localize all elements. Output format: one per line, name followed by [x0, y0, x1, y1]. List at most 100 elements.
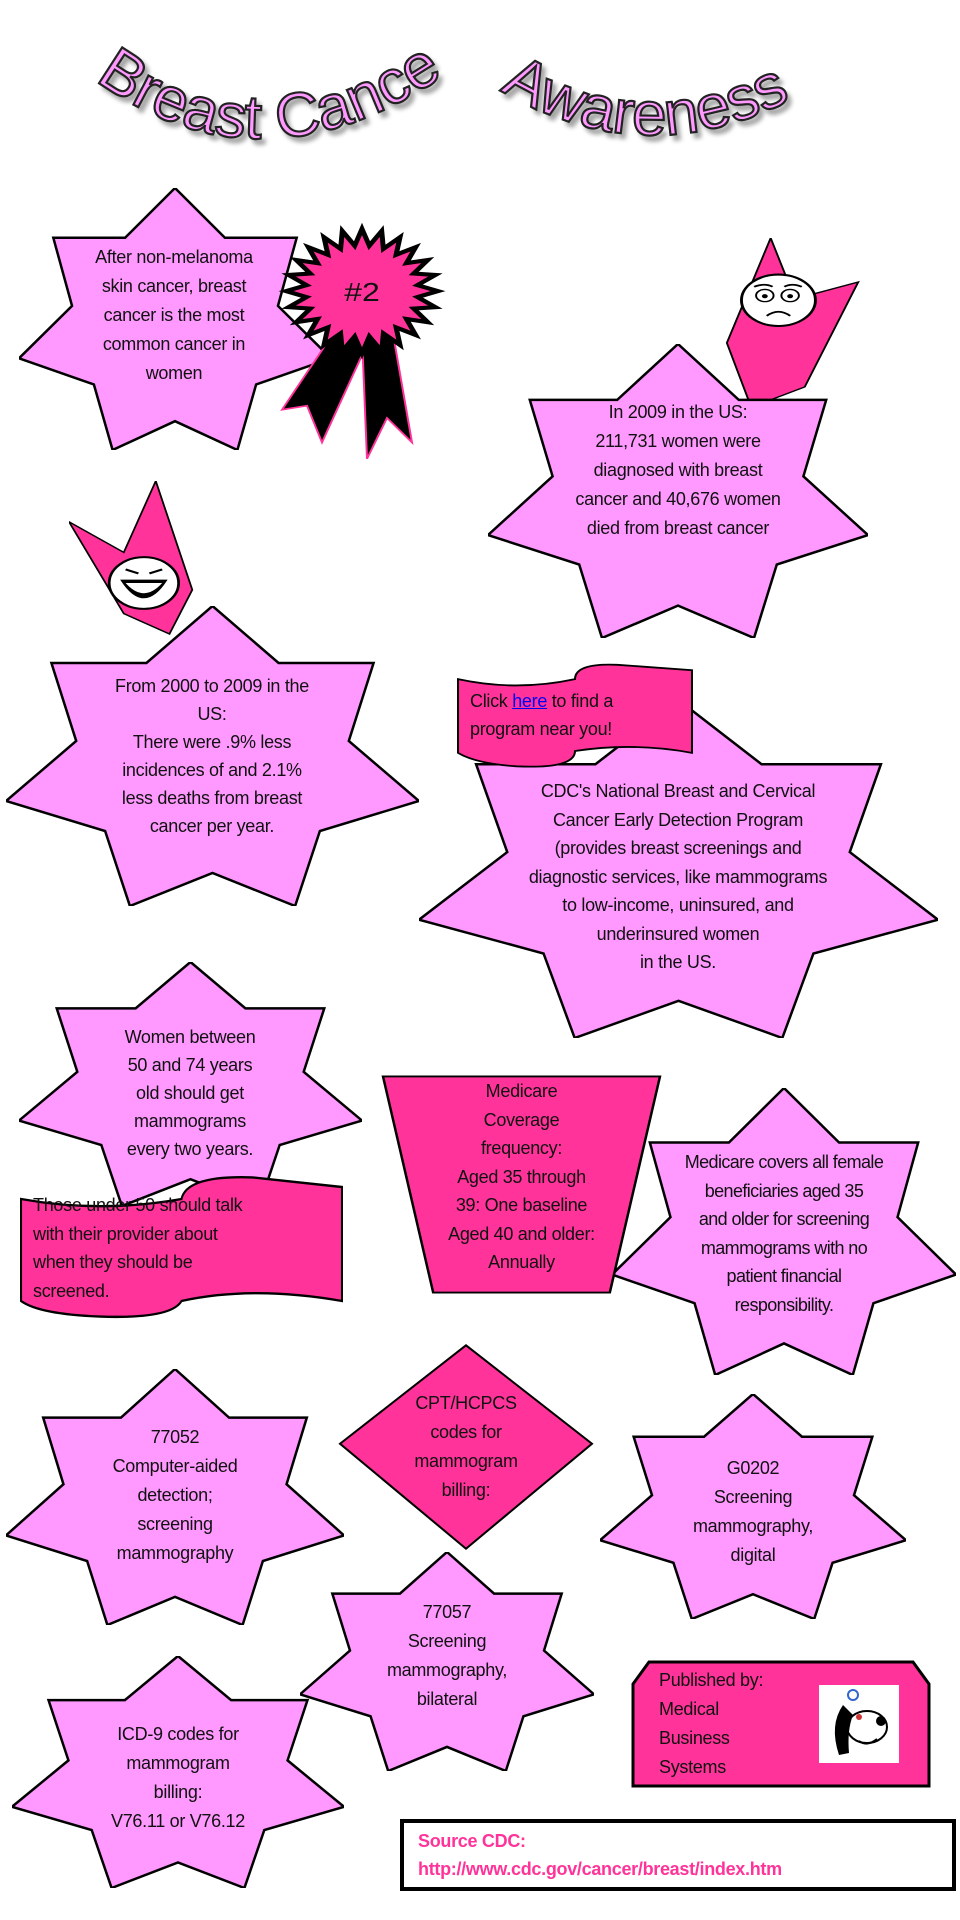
text-line: US: [197, 704, 227, 724]
cpt-codes-diamond: CPT/HCPCS codes for mammogram billing: [338, 1344, 594, 1551]
page-title: Breast Cancer Awareness [0, 0, 798, 154]
text-line: detection; [137, 1485, 213, 1505]
text-line: incidences of and 2.1% [122, 760, 302, 780]
text-line: skin cancer, breast [101, 276, 247, 296]
find-program-banner: Click here to find a program near you! [456, 663, 694, 769]
text-line: common cancer in [102, 334, 246, 354]
text-line: V76.11 or V76.12 [111, 1811, 245, 1831]
text-line: digital [730, 1545, 776, 1565]
text-line: mammograms [133, 1111, 246, 1131]
text-line: ICD-9 codes for [117, 1724, 239, 1744]
banner-text: Click [470, 691, 513, 711]
text-line: Women between [124, 1027, 256, 1047]
text-line: mammography [116, 1543, 234, 1563]
text-line: cancer and 40,676 women [575, 489, 781, 509]
text-line: Screening [407, 1631, 487, 1651]
text-line: 211,731 women were [595, 431, 761, 451]
text-line: Medical [659, 1699, 719, 1719]
dog-doctor-logo [819, 1685, 899, 1763]
title-part2: Awareness [493, 42, 797, 150]
text-line: underinsured women [596, 923, 760, 944]
text-line: less deaths from breast [121, 788, 303, 808]
badge-label: #2 [344, 279, 380, 308]
text-line: Aged 35 through [457, 1166, 586, 1187]
find-program-link[interactable]: here [512, 691, 548, 711]
fact-2009-star: In 2009 in the US: 211,731 women were di… [488, 344, 868, 638]
text-line: CDC's National Breast and Cervical [540, 781, 816, 801]
text-line: In 2009 in the US: [608, 402, 748, 422]
text-line: screened. [33, 1280, 110, 1301]
text-line: Coverage [483, 1109, 560, 1130]
text-line: when they should be [33, 1252, 193, 1272]
banner-text: to find a [547, 691, 614, 711]
text-line: Cancer Early Detection Program [552, 809, 804, 830]
text-line: billing: [153, 1782, 203, 1802]
text-line: Computer-aided [112, 1456, 238, 1476]
text-line: mammogram [414, 1451, 518, 1471]
text-line: old should get [136, 1083, 244, 1103]
text-line: 77057 [422, 1602, 472, 1622]
code-77052-star: 77052 Computer-aided detection; screenin… [6, 1369, 344, 1625]
under-50-banner: Those under 50 should talk with their pr… [19, 1175, 344, 1319]
publisher-box: Published by: Medical Business Systems [631, 1660, 931, 1788]
text-line: died from breast cancer [586, 518, 770, 538]
sad-face-flag-icon [722, 235, 868, 414]
text-line: diagnostic services, like mammograms [528, 866, 828, 887]
text-line: (provides breast screenings and [554, 838, 802, 858]
text-line: to low-income, uninsured, and [562, 895, 794, 915]
text-line: women [145, 363, 203, 383]
text-line: bilateral [416, 1689, 478, 1709]
text-line: 50 and 74 years [127, 1055, 253, 1075]
text-line: cancer is the most [103, 305, 245, 325]
text-line: 77052 [150, 1427, 200, 1447]
text-line: mammogram [126, 1753, 230, 1773]
text-line: diagnosed with breast [593, 460, 763, 480]
text-line: From 2000 to 2009 in the [115, 676, 309, 696]
text-line: 39: One baseline [455, 1195, 588, 1215]
text-line: CPT/HCPCS [415, 1393, 517, 1413]
text-line: every two years. [126, 1139, 254, 1159]
medicare-frequency-box: Medicare Coverage frequency: Aged 35 thr… [381, 1075, 662, 1294]
source-box: Source CDC: http://www.cdc.gov/cancer/br… [400, 1819, 956, 1891]
text-line: Annually [488, 1252, 555, 1272]
text-line: Published by: [659, 1670, 764, 1690]
text-line: Screening [713, 1487, 793, 1507]
text-line: beneficiaries aged 35 [704, 1180, 864, 1201]
award-ribbon-icon: #2 [277, 197, 447, 467]
text-line: frequency: [480, 1138, 563, 1158]
text-line: billing: [441, 1480, 491, 1500]
text-line: Medicare [485, 1081, 558, 1101]
text-line: Those under 50 should talk [33, 1195, 243, 1215]
text-line: Business [659, 1728, 730, 1748]
icd9-billing-codes-star: ICD-9 codes for mammogram billing: V76.1… [12, 1656, 344, 1888]
text-line: mammography, [386, 1660, 508, 1680]
text-line: G0202 [726, 1458, 780, 1478]
text-line: screening [137, 1514, 213, 1534]
text-line: Systems [659, 1757, 726, 1777]
text-line: mammograms with no [700, 1237, 868, 1258]
banner-text: program near you! [470, 719, 612, 739]
text-line: There were .9% less [132, 732, 292, 752]
text-line: codes for [430, 1422, 502, 1442]
text-line: with their provider about [33, 1223, 218, 1244]
medicare-covers-text: Medicare covers all female beneficiaries… [644, 1148, 924, 1319]
code-77057-star: 77057 Screening mammography, bilateral [300, 1552, 594, 1771]
screening-age-star: Women between 50 and 74 years old should… [19, 962, 362, 1206]
text-line: After non-melanoma [95, 247, 253, 267]
source-url[interactable]: http://www.cdc.gov/cancer/breast/index.h… [418, 1859, 782, 1879]
text-line: patient financial [726, 1266, 842, 1286]
fact-common-cancer-star: After non-melanoma skin cancer, breast c… [19, 188, 331, 450]
text-line: mammography, [692, 1516, 814, 1536]
text-line: Medicare covers all female [684, 1152, 884, 1172]
text-line: cancer per year. [149, 816, 275, 836]
text-line: Aged 40 and older: [448, 1223, 595, 1244]
text-line: responsibility. [734, 1294, 834, 1315]
cdc-program-star: CDC's National Breast and Cervical Cance… [419, 700, 938, 1038]
code-g0202-star: G0202 Screening mammography, digital [600, 1394, 906, 1619]
happy-face-flag-icon [66, 478, 206, 651]
fact-trend-star: From 2000 to 2009 in the US: There were … [6, 606, 419, 906]
text-line: and older for screening [698, 1209, 870, 1229]
text-line: in the US. [639, 952, 717, 972]
title-part1: Breast Cancer [0, 0, 452, 153]
source-label: Source CDC: [418, 1831, 526, 1851]
